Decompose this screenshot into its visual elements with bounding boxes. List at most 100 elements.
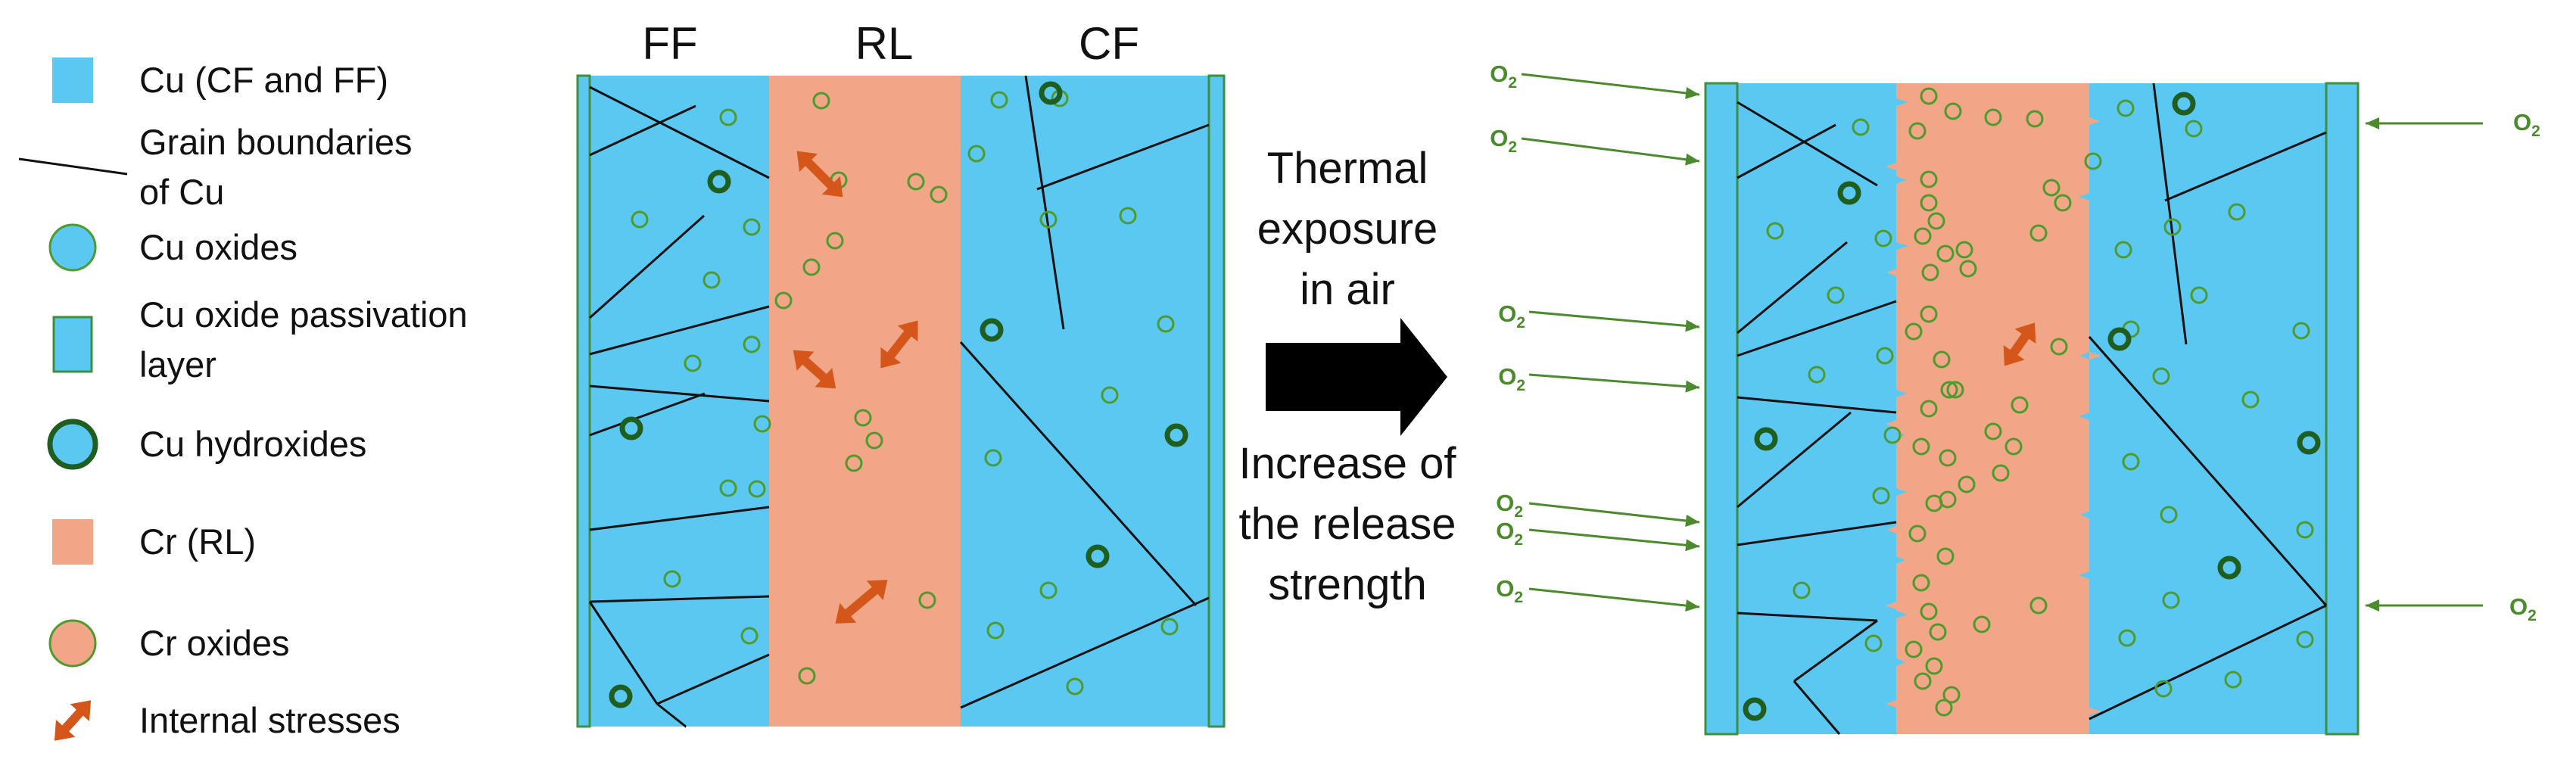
- oxide-particle: [1959, 260, 1977, 278]
- grain-boundary: [590, 595, 770, 603]
- hydroxide-particle: [2107, 327, 2132, 351]
- interface-crack: [1886, 163, 1896, 170]
- arrow-text-top-1: Thermal: [1267, 144, 1428, 193]
- o2-arrow-left: O2: [1498, 300, 1700, 332]
- interface-crack: [2089, 708, 2101, 715]
- oxide-particle: [1766, 222, 1784, 240]
- internal-stress-arrow: [835, 580, 888, 624]
- oxide-particle: [918, 591, 936, 609]
- interface-crack: [2079, 571, 2089, 579]
- ff-layer: [578, 76, 769, 727]
- grain-boundary: [1737, 521, 1897, 546]
- panel-label-rl: RL: [855, 18, 914, 69]
- oxide-particle: [1905, 640, 1923, 658]
- oxide-particle: [1066, 677, 1084, 696]
- o2-subscript: 2: [1508, 74, 1517, 92]
- stress-arrow-icon: [54, 700, 92, 741]
- cf-layer: [961, 76, 1218, 727]
- oxide-particle: [1955, 241, 1973, 259]
- grain-boundary: [589, 506, 770, 531]
- oxide-particle: [2118, 629, 2136, 647]
- oxide-particle: [1973, 615, 1991, 633]
- oxide-particle: [854, 409, 872, 427]
- legend-label: Cr oxides: [139, 623, 290, 663]
- oxide-particle: [930, 185, 948, 204]
- oxide-particle: [1992, 464, 2010, 482]
- interface-crack: [1886, 700, 1896, 708]
- oxide-particle: [2296, 630, 2314, 649]
- hydroxide-particle: [707, 170, 731, 194]
- grain-boundary: [1737, 612, 1878, 622]
- oxide-particle: [1101, 386, 1119, 404]
- passivation-layer-thick-right: [2325, 82, 2360, 736]
- legend-label: Cu oxide passivation: [139, 294, 468, 335]
- interface-crack: [1896, 98, 1908, 106]
- grain-boundary: [1737, 411, 1852, 509]
- grain-boundary: [1793, 680, 1841, 735]
- oxide-particle: [1905, 322, 1923, 341]
- panel-label-cf: CF: [1079, 18, 1139, 69]
- legend-row-hydroxide-circle: Cu hydroxides: [47, 419, 366, 470]
- oxide-particle: [1920, 305, 1938, 323]
- interface-crack: [1896, 488, 1907, 496]
- oxide-particle: [2154, 680, 2173, 698]
- o2-label: O2: [1498, 300, 1525, 331]
- oxide-particle: [2114, 241, 2132, 259]
- grain-boundary: [1793, 619, 1878, 683]
- oxide-particle: [802, 258, 821, 276]
- o2-label: O2: [1490, 61, 1517, 92]
- grain-boundary: [2088, 336, 2328, 606]
- oxide-particle: [1039, 210, 1057, 229]
- stress-arrow-icon: [835, 580, 888, 624]
- internal-stress-arrow: [796, 151, 843, 198]
- legend-label: of Cu: [139, 172, 224, 212]
- cf-layer-right: [2089, 83, 2326, 734]
- oxide-particle: [1914, 672, 1932, 690]
- arrow-text-bottom-1: Increase of: [1239, 439, 1457, 488]
- oxide-particle: [1920, 194, 1938, 212]
- oxide-particle: [2004, 437, 2023, 456]
- o2-arrow-icon: [1528, 502, 1700, 524]
- oxide-particle: [663, 570, 681, 588]
- oxide-particle: [2026, 110, 2044, 128]
- legend-label: Cu hydroxides: [139, 424, 366, 464]
- interface-crack: [1887, 269, 1896, 276]
- oxide-particle: [2084, 152, 2102, 170]
- grain-boundary: [1024, 75, 1065, 330]
- interface-crack: [1896, 556, 1905, 564]
- o2-arrow-right: O2: [2366, 593, 2537, 624]
- grain-boundary: [1036, 123, 1210, 191]
- o2-arrow-left: O2: [1490, 61, 1700, 99]
- oxide-particle: [1793, 581, 1811, 599]
- o2-label: O2: [1498, 363, 1525, 394]
- oxide-particle: [2117, 99, 2135, 117]
- interface-crack: [1896, 242, 1908, 250]
- oxide-particle: [631, 210, 649, 229]
- o2-label: O2: [1496, 518, 1523, 549]
- oxide-particle: [2185, 120, 2203, 138]
- grain-boundary: [656, 653, 770, 705]
- oxide-particle: [1946, 381, 1964, 399]
- legend-row-cr-square: Cr (RL): [52, 519, 256, 565]
- oxide-particle: [1925, 657, 1943, 675]
- oxide-particle: [1936, 244, 1955, 263]
- oxide-particle: [798, 667, 816, 685]
- cu-hydroxide-circle-icon: [47, 419, 98, 470]
- interface-crack: [2089, 117, 2100, 125]
- o2-arrow-icon: [1528, 373, 1700, 389]
- interface-crack: [1896, 658, 1905, 666]
- oxide-particle: [1908, 122, 1927, 140]
- grain-boundary: [2164, 131, 2327, 202]
- hydroxide-particle: [2172, 92, 2196, 116]
- o2-arrow-left: O2: [1496, 490, 1700, 527]
- o2-subscript: 2: [1514, 503, 1523, 521]
- legend-row-stress-arrow: Internal stresses: [54, 700, 400, 741]
- o2-arrow-left: O2: [1490, 125, 1700, 166]
- oxide-particle: [990, 91, 1008, 109]
- hydroxide-particle: [1754, 427, 1778, 451]
- oxide-particle: [1912, 437, 1930, 456]
- oxide-particle: [753, 415, 771, 433]
